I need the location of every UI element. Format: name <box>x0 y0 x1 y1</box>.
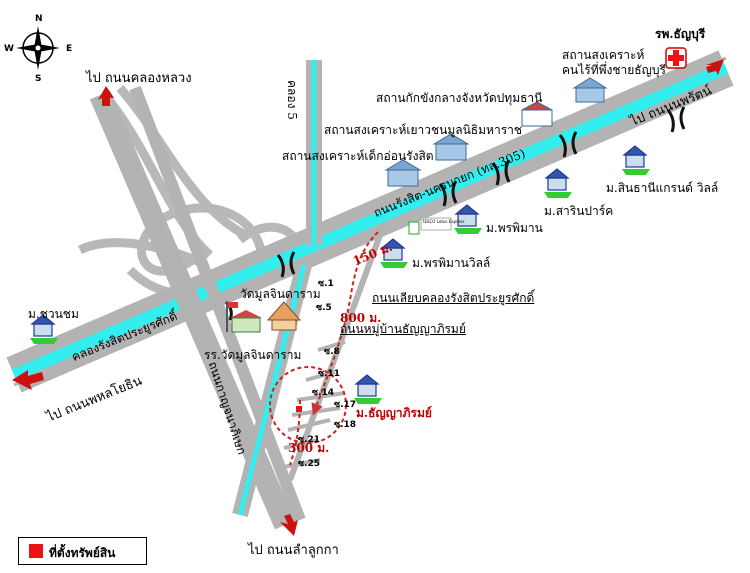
label-sarin-park: ม.สารินปาร์ค <box>544 204 614 218</box>
label-bypass-canal: ถนนเลียบคลองรังสิตประยูรศักดิ์ <box>372 291 535 305</box>
label-chuanchom: ม.ชวนชม <box>28 307 79 321</box>
soi-label: ซ.8 <box>324 347 340 357</box>
compass-east: E <box>66 44 73 54</box>
distance-300m: 300 ม. <box>288 441 330 455</box>
bridge-marks <box>224 106 686 321</box>
compass-south: S <box>35 74 42 84</box>
label-school-wat: รร.วัดมูลจินดาราม <box>204 348 302 362</box>
label-youth-welfare: สถานสงเคราะห์เยาวชนมูลนิธิมหาราช <box>324 123 523 137</box>
label-sinthani-grand-ville: ม.สินธานีแกรนด์ วิลล์ <box>606 181 719 195</box>
highway-rangsit-nakhon-nayok <box>6 50 734 393</box>
house-icon-pornpiman <box>454 204 482 234</box>
house-icon-chuanchom <box>30 314 58 344</box>
label-tesco: TESCO Lotus Express <box>422 219 465 224</box>
label-to-khlong-luang: ไป ถนนคลองหลวง <box>86 71 192 86</box>
house-icon-thanyaphirom <box>354 374 382 404</box>
soi-label: ซ.5 <box>316 303 332 313</box>
soi-label: ซ.14 <box>312 388 335 398</box>
compass-north: N <box>35 14 43 24</box>
label-thanyaphirom: ม.ธัญญาภิรมย์ <box>356 406 432 420</box>
label-infant-home: สถานสงเคราะห์เด็กอ่อนรังสิต <box>282 149 434 163</box>
map-legend: ที่ตั้งทรัพย์สิน <box>18 537 147 565</box>
label-to-lam-luk-ka: ไป ถนนลำลูกกา <box>248 543 339 558</box>
soi-label: ซ.21 <box>298 435 321 445</box>
soi-label: ซ.11 <box>318 369 341 379</box>
label-detention-center: สถานกักขังกลางจังหวัดปทุมธานี <box>376 91 543 105</box>
arrow-lam-luk-ka <box>280 514 298 536</box>
building-icon-homeless-welfare <box>572 77 608 103</box>
legend-property-swatch <box>29 544 43 558</box>
label-wat-mun-chinda: วัดมูลจินดาราม <box>240 287 321 301</box>
building-icon-infant-home <box>384 159 422 187</box>
property-location-marker <box>296 406 302 412</box>
tesco-lotus-icon <box>408 217 452 235</box>
hospital-icon <box>665 47 687 69</box>
house-icon-pornpiman-ville <box>380 238 408 268</box>
label-pornpiman: ม.พรพิมาน <box>486 221 543 235</box>
property-area-circle <box>269 366 347 444</box>
label-klong5: คลอง 5 <box>285 80 299 120</box>
distance-800m: 800 ม. <box>340 311 382 325</box>
soi-label: ซ.17 <box>334 400 357 410</box>
legend-property-label: ที่ตั้งทรัพย์สิน <box>49 546 116 560</box>
compass-west: W <box>4 44 14 54</box>
building-icon-detention <box>521 101 553 127</box>
house-icon-sinthani <box>622 145 650 175</box>
label-village-road: ถนนหมู่บ้านธัญญาภิรมย์ <box>340 322 466 336</box>
building-icon-youth-welfare <box>432 133 470 161</box>
direction-arrows <box>12 59 724 536</box>
arrow-nopparat <box>706 59 724 75</box>
temple-icon <box>266 301 302 331</box>
label-thanyaburi-hospital: รพ.ธัญบุรี <box>655 27 706 41</box>
label-homeless-welfare: สถานสงเคราะห์ คนไร้ที่พึ่งชายธัญบุรี <box>562 48 666 77</box>
arrow-phahonyothin <box>12 370 44 390</box>
soi-label: ซ.18 <box>334 420 357 430</box>
house-icon-sarin-park <box>544 168 572 198</box>
soi-streets <box>277 340 346 470</box>
school-icon <box>226 302 262 333</box>
label-pornpiman-ville: ม.พรพิมานวิลล์ <box>412 256 491 270</box>
soi-label: ซ.25 <box>298 459 321 469</box>
soi-label: ซ.1 <box>318 279 334 289</box>
compass-rose <box>16 26 60 70</box>
arrow-khlong-luang <box>98 86 114 106</box>
